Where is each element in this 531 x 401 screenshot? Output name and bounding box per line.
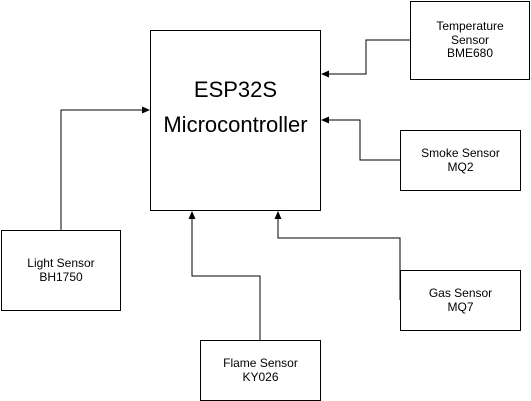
- smoke-sensor-box: Smoke Sensor MQ2: [400, 130, 521, 191]
- temperature-to-mcu-arrow: [321, 39, 410, 78]
- temperature-sensor-box: Temperature Sensor BME680: [410, 1, 530, 80]
- microcontroller-box: ESP32S Microcontroller: [150, 30, 321, 211]
- gas-sensor-label: Gas Sensor: [428, 285, 493, 300]
- smoke-sensor-model: MQ2: [447, 159, 474, 174]
- flame-sensor-label: Flame Sensor: [223, 355, 298, 370]
- microcontroller-model: ESP32S: [193, 77, 278, 102]
- flame-sensor-box: Flame Sensor KY026: [200, 340, 321, 401]
- light-sensor-box: Light Sensor BH1750: [1, 230, 121, 311]
- smoke-to-mcu-arrow: [321, 116, 400, 161]
- smoke-sensor-label: Smoke Sensor: [421, 145, 500, 160]
- light-to-mcu-arrow: [60, 106, 150, 230]
- gas-to-mcu-arrow: [274, 211, 401, 300]
- light-sensor-model: BH1750: [39, 269, 83, 284]
- flame-to-mcu-arrow: [188, 211, 261, 340]
- temperature-sensor-line1: Temperature: [436, 18, 504, 33]
- gas-sensor-box: Gas Sensor MQ7: [400, 270, 521, 331]
- flame-sensor-model: KY026: [242, 369, 279, 384]
- temperature-sensor-line2: Sensor: [450, 32, 490, 47]
- gas-sensor-model: MQ7: [447, 299, 474, 314]
- temperature-sensor-model: BME680: [446, 46, 494, 61]
- microcontroller-label: Microcontroller: [163, 112, 308, 138]
- light-sensor-label: Light Sensor: [27, 255, 95, 270]
